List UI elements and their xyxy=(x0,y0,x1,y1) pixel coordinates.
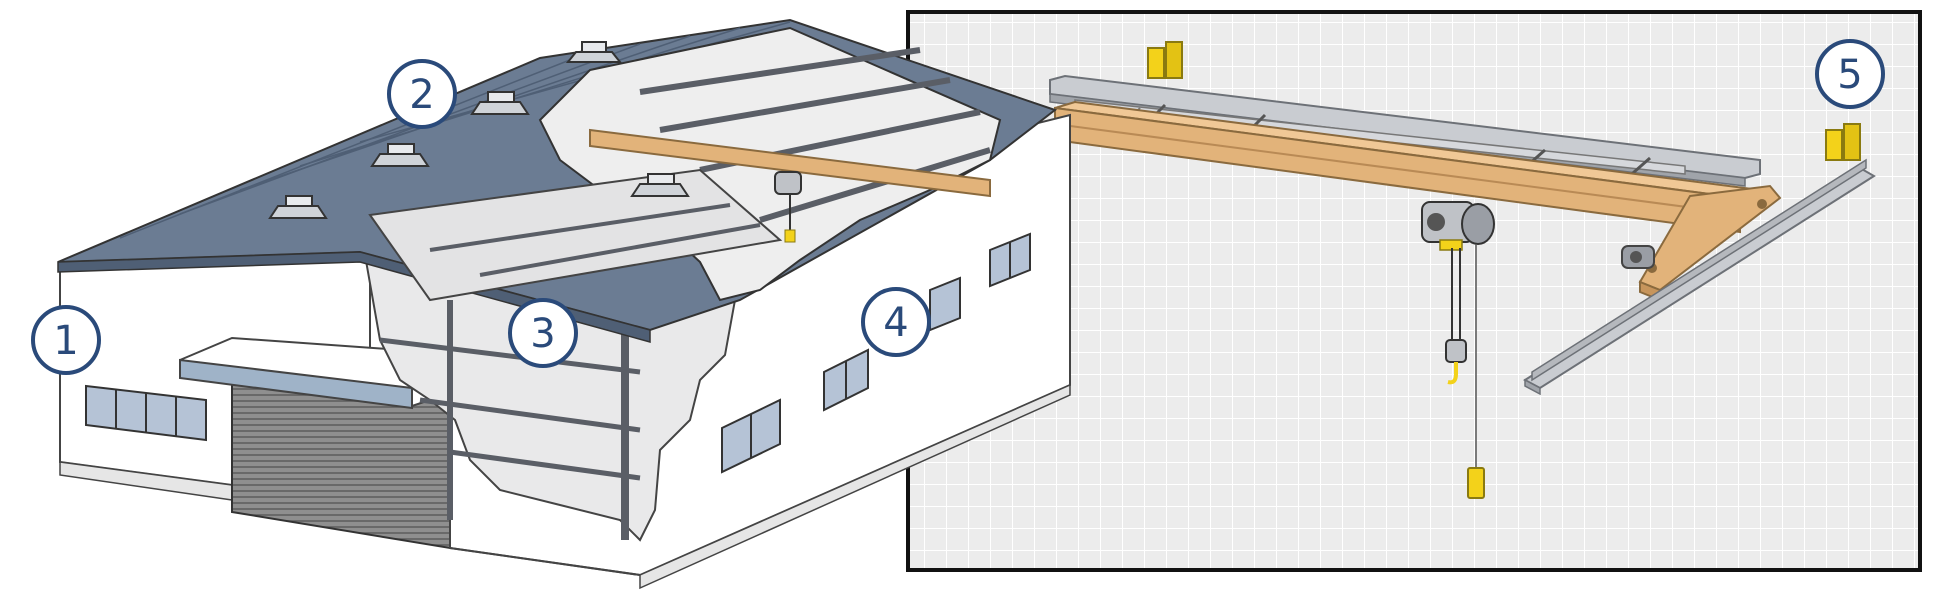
roof-vent xyxy=(470,91,530,115)
callout-3-label: 3 xyxy=(530,311,555,357)
building-cutaway xyxy=(57,18,1071,590)
interior-crane xyxy=(589,128,991,243)
gable-wall-windows xyxy=(85,384,207,442)
end-carriage xyxy=(1638,184,1782,302)
roof-vent xyxy=(370,143,430,167)
callout-2: 2 xyxy=(387,59,457,129)
travel-motor xyxy=(1621,245,1655,269)
callout-1: 1 xyxy=(31,305,101,375)
pendant-control xyxy=(1467,467,1485,499)
callout-4-label: 4 xyxy=(883,300,908,346)
runway-rail-front xyxy=(1523,158,1876,396)
roof-insulation-panels xyxy=(368,168,783,302)
callout-1-label: 1 xyxy=(53,318,78,364)
callout-5-label: 5 xyxy=(1837,52,1862,98)
roof-vents xyxy=(268,41,690,219)
roof-vent xyxy=(268,195,328,219)
hoist-rope xyxy=(1451,244,1477,470)
support-bracket-right xyxy=(1825,123,1861,161)
callout-4: 4 xyxy=(861,287,931,357)
crane-detail-panel xyxy=(906,10,1922,572)
support-bracket-left xyxy=(1147,41,1183,79)
callout-2-label: 2 xyxy=(409,72,434,118)
wall-structure xyxy=(379,300,641,540)
hoist-trolley xyxy=(1421,201,1495,251)
roof-vent xyxy=(630,173,690,197)
roof-vent xyxy=(565,41,623,63)
callout-5: 5 xyxy=(1815,39,1885,109)
callout-3: 3 xyxy=(508,298,578,368)
side-wall-windows xyxy=(721,232,1031,474)
crane-hook xyxy=(1445,339,1467,385)
